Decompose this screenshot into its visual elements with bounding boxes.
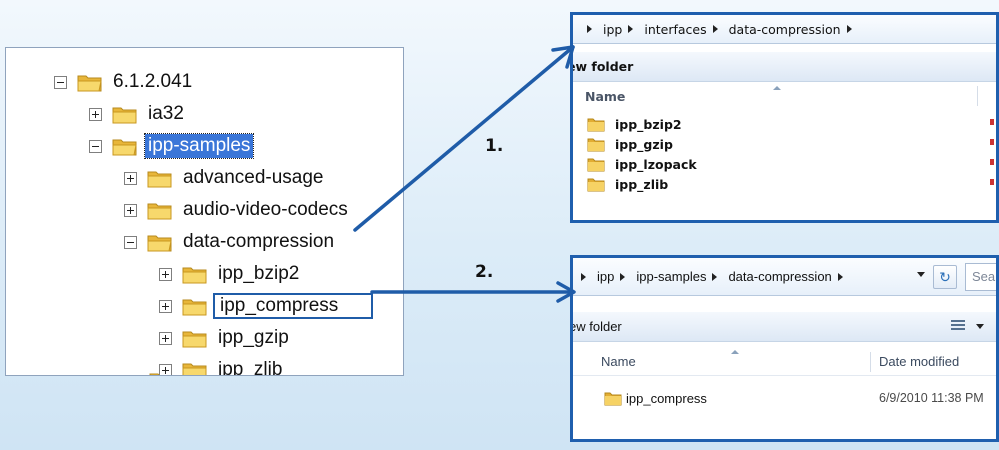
column-header-name[interactable]: Name <box>601 354 636 369</box>
breadcrumb-arrow-icon[interactable] <box>628 25 634 33</box>
file-row[interactable]: ipp_compress 6/9/2010 11:38 PM <box>604 388 996 408</box>
tree-item-label: ipp-samples <box>143 133 255 159</box>
expand-icon[interactable] <box>159 267 172 281</box>
breadcrumb-interfaces[interactable]: interfaces <box>644 21 707 37</box>
folder-icon <box>147 171 172 187</box>
breadcrumb-arrow-icon[interactable] <box>587 25 592 33</box>
search-input[interactable]: Sear <box>965 263 996 291</box>
tree-item-6-1-2-041[interactable]: 6.1.2.041 <box>54 67 195 97</box>
expand-icon[interactable] <box>124 203 137 217</box>
column-header-row: Name Date modified <box>573 348 996 376</box>
expand-icon[interactable] <box>159 331 172 345</box>
folder-icon <box>112 107 137 123</box>
expand-icon[interactable] <box>159 299 172 313</box>
tree-item-label: audio-video-codecs <box>183 199 348 220</box>
folder-open-icon <box>112 139 137 155</box>
sort-ascending-icon <box>731 350 739 354</box>
collapse-icon[interactable] <box>54 75 67 89</box>
address-bar[interactable]: ipp ipp-samples data-compression ↻ Sear <box>573 258 996 296</box>
breadcrumb-arrow-icon[interactable] <box>846 25 852 33</box>
folder-icon <box>182 299 207 315</box>
expand-icon[interactable] <box>89 107 102 121</box>
file-name: ipp_bzip2 <box>615 116 682 132</box>
address-bar[interactable]: ipp interfaces data-compression <box>573 15 996 44</box>
breadcrumb-arrow-icon[interactable] <box>581 272 586 281</box>
view-dropdown-icon[interactable] <box>976 324 984 329</box>
folder-tree-panel: 6.1.2.041 ia32 ipp-samples advanced-usag… <box>5 47 404 376</box>
tree-item-ipp-samples[interactable]: ipp-samples <box>89 131 255 161</box>
breadcrumb-data-compression[interactable]: data-compression <box>728 269 832 284</box>
command-bar: ew folder <box>573 52 996 82</box>
explorer-window-interfaces: ipp interfaces data-compression ew folde… <box>570 12 999 223</box>
tree-item-label: advanced-usage <box>183 167 324 188</box>
tree-item-ipp-zlib[interactable]: ipp_zlib <box>159 355 285 376</box>
folder-open-icon <box>77 75 102 91</box>
folder-open-icon <box>147 235 172 251</box>
file-name: ipp_zlib <box>615 176 669 192</box>
breadcrumb-data-compression[interactable]: data-compression <box>728 21 841 37</box>
file-name: ipp_gzip <box>615 136 673 152</box>
tree-item-label: data-compression <box>183 231 335 252</box>
column-separator[interactable] <box>870 352 871 372</box>
tree-item-ipp-compress[interactable]: ipp_compress <box>159 291 373 321</box>
tree-item-ia32[interactable]: ia32 <box>89 99 187 129</box>
address-dropdown-icon[interactable] <box>917 272 925 277</box>
folder-icon <box>182 267 207 283</box>
breadcrumb-arrow-icon[interactable] <box>712 272 718 281</box>
file-row[interactable]: ipp_lzopack <box>587 154 697 174</box>
file-row[interactable]: ipp_zlib <box>587 174 668 194</box>
folder-icon <box>587 118 605 131</box>
collapse-icon[interactable] <box>124 235 137 249</box>
file-name: ipp_compress <box>626 390 707 406</box>
breadcrumb-arrow-icon[interactable] <box>620 272 626 281</box>
expand-icon[interactable] <box>124 171 137 185</box>
tree-item-label: ia32 <box>148 103 184 124</box>
file-row[interactable]: ipp_bzip2 <box>587 114 682 134</box>
file-name: ipp_lzopack <box>615 156 697 172</box>
step-2-label: 2. <box>475 262 494 282</box>
breadcrumb-arrow-icon[interactable] <box>837 272 843 281</box>
explorer-window-ipp-samples: ipp ipp-samples data-compression ↻ Sear … <box>570 255 999 442</box>
tree-item-label: ipp_zlib <box>218 359 283 376</box>
breadcrumb-arrow-icon[interactable] <box>712 25 718 33</box>
truncated-column-content <box>990 119 994 189</box>
breadcrumb-ipp[interactable]: ipp <box>603 21 623 37</box>
tree-item-data-compression[interactable]: data-compression <box>124 227 337 257</box>
tree-item-label: ipp_gzip <box>218 327 289 348</box>
tree-item-audio-video-codecs[interactable]: audio-video-codecs <box>124 195 351 225</box>
refresh-icon[interactable]: ↻ <box>933 265 957 289</box>
tree-item-label: 6.1.2.041 <box>113 71 193 92</box>
command-bar: ew folder <box>573 312 996 342</box>
file-row[interactable]: ipp_gzip <box>587 134 673 154</box>
folder-icon <box>147 203 172 219</box>
collapse-icon[interactable] <box>89 139 102 153</box>
column-header-date-modified[interactable]: Date modified <box>879 354 960 369</box>
folder-icon <box>604 392 622 405</box>
tree-item-label: ipp_bzip2 <box>218 263 300 284</box>
folder-icon <box>149 373 160 375</box>
file-date-modified: 6/9/2010 11:38 PM <box>879 391 984 405</box>
view-options-icon[interactable] <box>951 320 965 332</box>
new-folder-button[interactable]: ew folder <box>570 59 634 74</box>
breadcrumb-ipp-samples[interactable]: ipp-samples <box>636 269 707 284</box>
tree-item-advanced-usage[interactable]: advanced-usage <box>124 163 327 193</box>
tree-item-label: ipp_compress <box>213 293 373 319</box>
tree-item-ipp-gzip[interactable]: ipp_gzip <box>159 323 292 353</box>
step-1-label: 1. <box>485 136 504 156</box>
tree-item-ipp-bzip2[interactable]: ipp_bzip2 <box>159 259 302 289</box>
breadcrumb-ipp[interactable]: ipp <box>597 269 615 284</box>
folder-icon <box>182 331 207 347</box>
expand-icon[interactable] <box>159 363 172 375</box>
folder-icon <box>182 363 207 375</box>
column-separator[interactable] <box>977 86 978 106</box>
folder-icon <box>587 158 605 171</box>
folder-icon <box>587 178 605 191</box>
column-header-name[interactable]: Name <box>585 88 626 104</box>
sort-ascending-icon <box>773 86 781 90</box>
column-header-row: Name <box>573 82 996 110</box>
new-folder-button[interactable]: ew folder <box>570 319 622 334</box>
folder-icon <box>587 138 605 151</box>
